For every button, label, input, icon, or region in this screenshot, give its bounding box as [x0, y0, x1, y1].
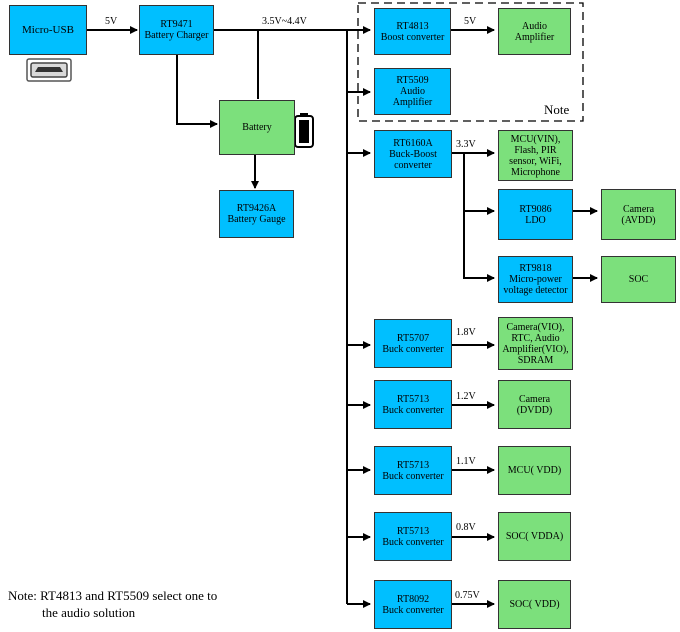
- mcu-vin-line3: sensor, WiFi,: [509, 155, 562, 167]
- voltage-label-3v3: 3.3V: [456, 139, 476, 150]
- soc-vdda-block: SOC( VDDA): [498, 512, 571, 561]
- rt4813-desc: Boost converter: [380, 31, 445, 43]
- voltage-label-0v75: 0.75V: [455, 590, 480, 601]
- rt5509-desc1: Audio: [400, 86, 425, 97]
- rt9818-detector-block: RT9818 Micro-power voltage detector: [498, 256, 573, 303]
- note-frame-title: Note: [544, 102, 570, 117]
- rt6160a-buck-boost-block: RT6160A Buck-Boost converter: [374, 130, 452, 178]
- camera-vio-line1: Camera(VIO),: [506, 321, 565, 333]
- rt5713-buck-block-1: RT5713 Buck converter: [374, 380, 452, 429]
- rt9818-name: RT9818: [519, 263, 552, 274]
- soc-vdd-label: SOC( VDD): [509, 599, 560, 610]
- battery-block: Battery: [219, 100, 295, 155]
- rt6160a-desc2: converter: [394, 159, 432, 171]
- rt6160a-desc1: Buck-Boost: [389, 148, 437, 160]
- footnote-line-2: the audio solution: [42, 605, 136, 620]
- rt5509-name: RT5509: [396, 75, 429, 86]
- rt5713-buck-block-2: RT5713 Buck converter: [374, 446, 452, 495]
- audio-amp-line1: Audio: [522, 20, 547, 32]
- camera-avdd-block: Camera (AVDD): [601, 189, 676, 240]
- camera-vio-line4: SDRAM: [517, 354, 554, 366]
- rt4813-boost-block: RT4813 Boost converter: [374, 8, 451, 55]
- rt9471-desc: Battery Charger: [144, 30, 209, 41]
- camera-vio-line2: RTC, Audio: [511, 332, 560, 344]
- rt5707-desc: Buck converter: [382, 343, 444, 355]
- audio-amplifier-block: Audio Amplifier: [498, 8, 571, 55]
- rt5713-desc-2: Buck converter: [382, 470, 444, 482]
- rt5713-desc-1: Buck converter: [382, 404, 444, 416]
- voltage-label-bus: 3.5V~4.4V: [262, 16, 307, 27]
- camera-avdd-line2: (AVDD): [621, 214, 656, 226]
- rt9426a-gauge-block: RT9426A Battery Gauge: [219, 190, 294, 238]
- camera-vio-loads-block: Camera(VIO), RTC, Audio Amplifier(VIO), …: [498, 317, 573, 370]
- rt5509-desc2: Amplifier: [392, 97, 433, 108]
- mcu-vdd-block: MCU( VDD): [498, 446, 571, 495]
- audio-amp-line2: Amplifier: [514, 31, 555, 43]
- rt5713-name-3: RT5713: [396, 525, 430, 537]
- soc-vdda-label: SOC( VDDA): [505, 531, 564, 542]
- camera-avdd-line1: Camera: [622, 203, 655, 215]
- voltage-label-0v8: 0.8V: [456, 522, 476, 533]
- voltage-label-boost: 5V: [464, 16, 477, 27]
- micro-usb-label: Micro-USB: [22, 23, 74, 36]
- camera-dvdd-line1: Camera: [518, 393, 551, 405]
- rt5707-name: RT5707: [396, 332, 430, 344]
- rt8092-desc: Buck converter: [382, 604, 444, 616]
- rt4813-name: RT4813: [396, 20, 429, 32]
- rt5713-name-1: RT5713: [396, 393, 430, 405]
- voltage-label-1v8: 1.8V: [456, 327, 476, 338]
- camera-dvdd-line2: (DVDD): [516, 404, 553, 416]
- rt5713-name-2: RT5713: [396, 459, 430, 471]
- soc-label: SOC: [628, 274, 649, 285]
- mcu-vin-line1: MCU(VIN),: [510, 133, 561, 145]
- rt9086-name: RT9086: [519, 203, 552, 215]
- battery-label: Battery: [242, 122, 272, 133]
- mcu-vdd-label: MCU( VDD): [507, 465, 562, 476]
- rt9086-desc: LDO: [525, 214, 546, 226]
- rt9426a-name: RT9426A: [236, 203, 277, 214]
- voltage-label-1v1: 1.1V: [456, 456, 476, 467]
- mcu-vin-line2: Flash, PIR: [514, 144, 557, 156]
- voltage-label-usb: 5V: [105, 16, 118, 27]
- rt8092-name: RT8092: [396, 593, 430, 605]
- rt9471-name: RT9471: [160, 19, 193, 30]
- micro-usb-block: Micro-USB: [9, 5, 87, 55]
- rt9818-desc1: Micro-power: [509, 274, 562, 285]
- rt9426a-desc: Battery Gauge: [227, 214, 286, 225]
- rt9086-ldo-block: RT9086 LDO: [498, 189, 573, 240]
- rt9818-desc2: voltage detector: [503, 285, 568, 296]
- soc-vdd-block: SOC( VDD): [498, 580, 571, 629]
- rt9471-charger-block: RT9471 Battery Charger: [139, 5, 214, 55]
- soc-block: SOC: [601, 256, 676, 303]
- mcu-vin-line4: Microphone: [511, 166, 560, 178]
- footnote-line-1: Note: RT4813 and RT5509 select one to: [8, 588, 218, 603]
- camera-vio-line3: Amplifier(VIO),: [502, 343, 569, 355]
- rt6160a-name: RT6160A: [393, 137, 433, 149]
- rt5713-buck-block-3: RT5713 Buck converter: [374, 512, 452, 561]
- camera-dvdd-block: Camera (DVDD): [498, 380, 571, 429]
- rt5509-amplifier-block: RT5509 Audio Amplifier: [374, 68, 451, 115]
- rt8092-buck-block: RT8092 Buck converter: [374, 580, 452, 629]
- battery-icon: [294, 113, 314, 148]
- voltage-label-1v2: 1.2V: [456, 391, 476, 402]
- mcu-vin-loads-block: MCU(VIN), Flash, PIR sensor, WiFi, Micro…: [498, 130, 573, 181]
- rt5713-desc-3: Buck converter: [382, 536, 444, 548]
- rt5707-buck-block: RT5707 Buck converter: [374, 319, 452, 368]
- usb-port-icon: [26, 58, 72, 82]
